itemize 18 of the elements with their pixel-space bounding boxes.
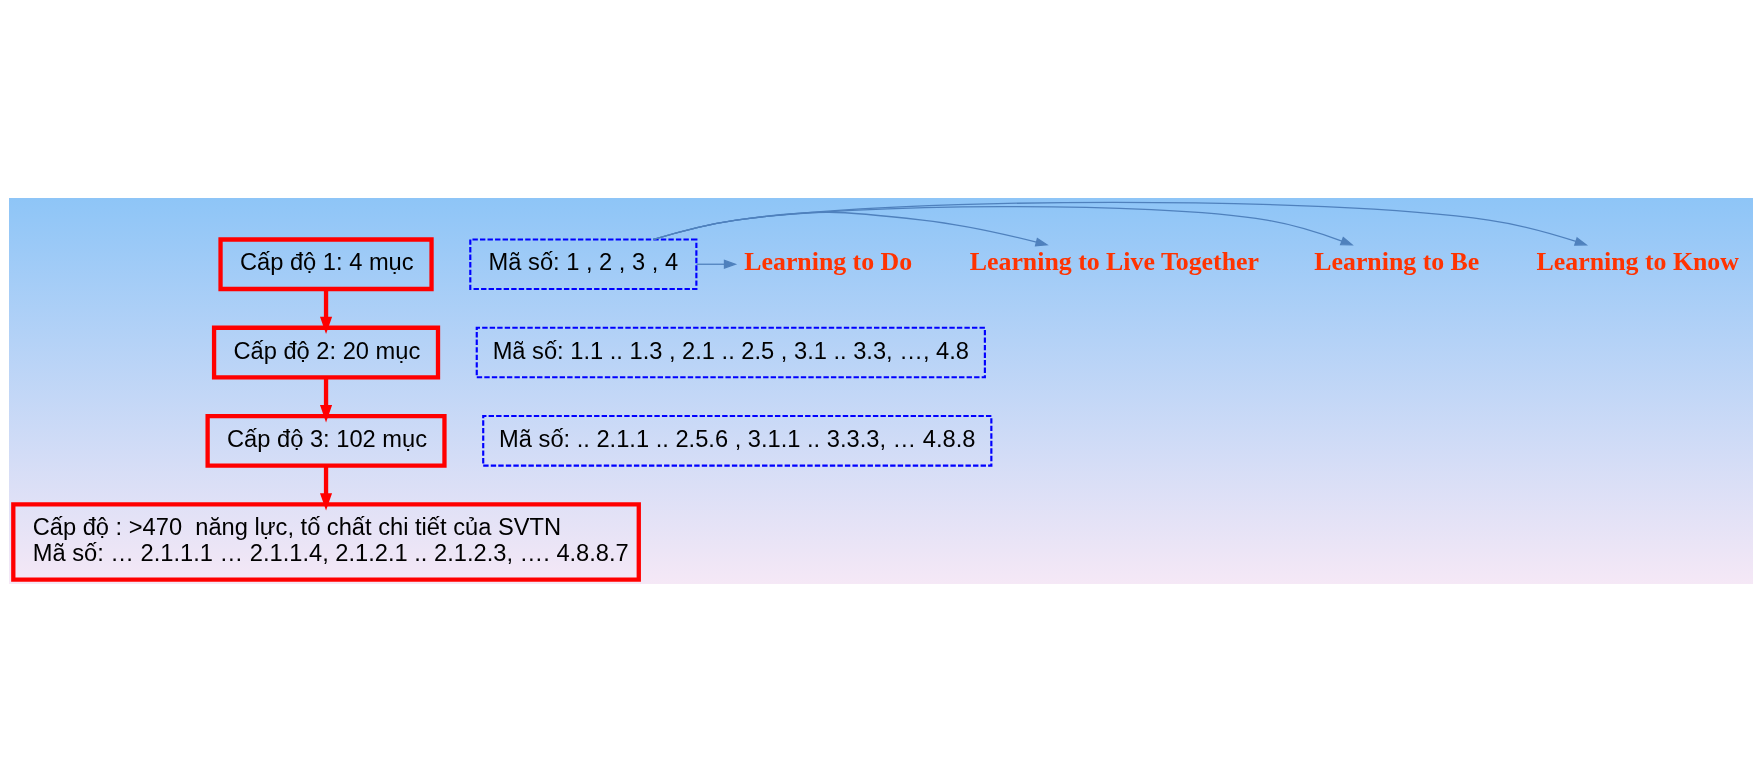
arrow: [319, 289, 332, 335]
node-box: Mã số: .. 2.1.1 .. 2.5.6 , 3.1.1 .. 3.3.3, … 4.8.8: [481, 414, 992, 467]
arrow: [652, 211, 1049, 247]
arrow: [652, 206, 1354, 246]
node-box: Mã số: 1 , 2 , 3 , 4: [468, 238, 697, 291]
arrow: [652, 201, 1588, 246]
node-box: Cấp độ 2: 20 mục: [211, 325, 440, 380]
node-box: Cấp độ : >470 năng lực, tố chất chi tiết của SVTN Mã số: … 2.1.1.1 … 2.1.1.4, 2.1.2.1 .. 2.1.2.3, …. 4.8.8.7: [10, 502, 641, 582]
node-text: Learning to Do: [743, 246, 912, 276]
arrow: [319, 465, 332, 511]
node-text: Learning to Live Together: [969, 246, 1259, 276]
node-box: Mã số: 1.1 .. 1.3 , 2.1 .. 2.5 , 3.1 .. 3.3, …, 4.8: [475, 326, 986, 379]
arrow: [695, 259, 737, 269]
node-box: Cấp độ 3: 102 mục: [204, 413, 447, 468]
node-box: Cấp độ 1: 4 mục: [217, 237, 434, 292]
node-text: Learning to Know: [1536, 246, 1739, 276]
node-text: Learning to Be: [1313, 246, 1479, 276]
arrow: [319, 377, 332, 423]
